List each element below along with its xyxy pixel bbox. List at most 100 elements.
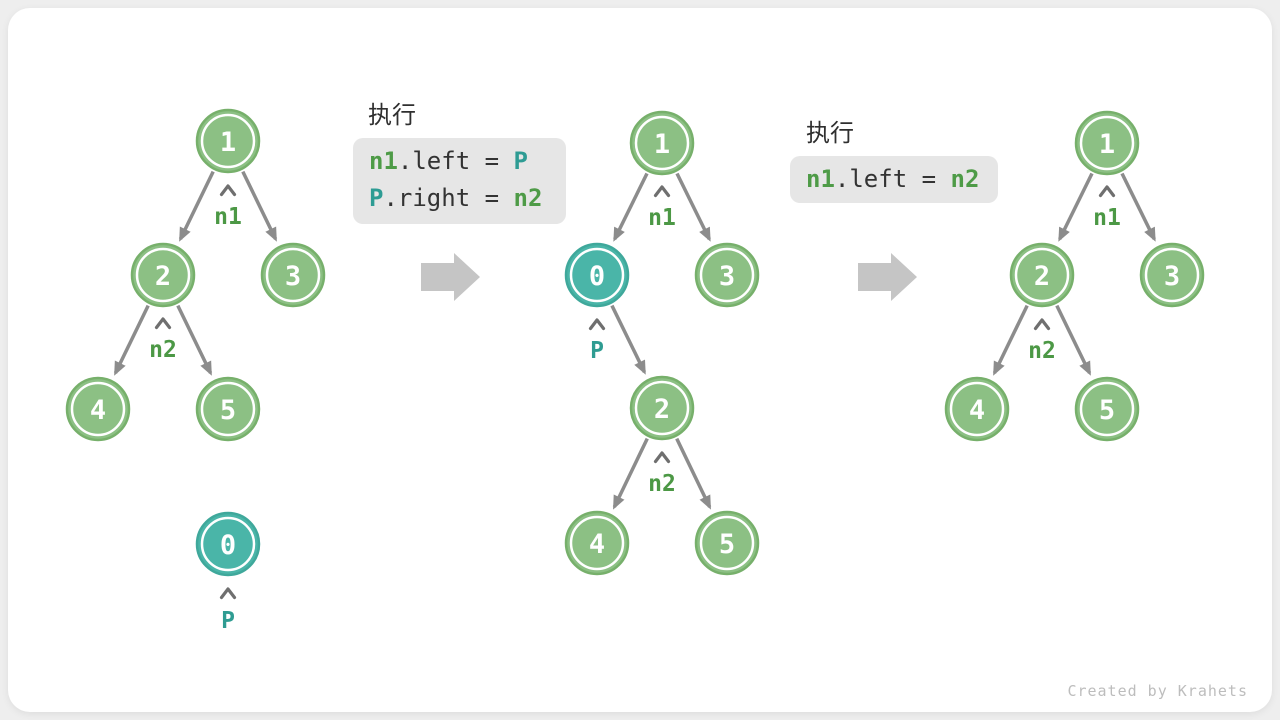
- code-token: n1: [806, 165, 835, 193]
- tree-edge: [176, 304, 213, 376]
- tree-node-5: 5: [1074, 376, 1140, 442]
- transition-arrow-icon: [421, 253, 480, 301]
- node-circle: [195, 511, 261, 577]
- node-inner-ring: [200, 516, 256, 572]
- code-token: n1: [369, 147, 398, 175]
- tree-node-5: 5: [694, 510, 760, 576]
- node-circle: [130, 242, 196, 308]
- node-inner-ring: [1144, 247, 1200, 303]
- tree-edge: [1058, 172, 1094, 242]
- node-value: 3: [285, 261, 301, 292]
- tree-node-0: 0: [564, 242, 630, 308]
- node-circle: [629, 110, 695, 176]
- code-block-remove: n1.left = n2: [790, 156, 998, 203]
- node-circle: [1074, 376, 1140, 442]
- pointer-caret-icon: [154, 317, 172, 330]
- tree-node-0: 0: [195, 511, 261, 577]
- node-circle: [195, 376, 261, 442]
- node-value: 4: [589, 529, 605, 560]
- tree-edge: [1120, 172, 1156, 242]
- tree-node-4: 4: [65, 376, 131, 442]
- pointer-label-n2: n2: [1028, 338, 1056, 364]
- tree-node-2: 2: [130, 242, 196, 308]
- pointer-caret-icon: [219, 184, 237, 197]
- node-value: 1: [220, 127, 236, 158]
- tree-node-3: 3: [1139, 242, 1205, 308]
- tree-node-5: 5: [195, 376, 261, 442]
- pointer-caret-icon: [1033, 318, 1051, 331]
- code-token: =: [470, 147, 514, 175]
- tree-edge: [675, 172, 711, 242]
- code-token: .left: [397, 147, 471, 175]
- pointer-label-n1: n1: [648, 205, 676, 231]
- tree-edge: [610, 304, 647, 375]
- node-value: 5: [719, 529, 735, 560]
- tree-node-3: 3: [260, 242, 326, 308]
- tree-node-3: 3: [694, 242, 760, 308]
- pointer-label-P: P: [221, 608, 235, 634]
- node-value: 0: [589, 261, 605, 292]
- code-token: P: [369, 184, 384, 212]
- tree-edge: [1055, 304, 1092, 376]
- tree-edge: [992, 304, 1029, 376]
- node-value: 1: [654, 129, 670, 160]
- node-inner-ring: [634, 115, 690, 171]
- node-value: 3: [719, 261, 735, 292]
- node-inner-ring: [1014, 247, 1070, 303]
- node-value: 2: [1034, 261, 1050, 292]
- node-inner-ring: [699, 515, 755, 571]
- pointer-caret-icon: [653, 185, 671, 198]
- node-circle: [260, 242, 326, 308]
- tree-edge: [613, 172, 649, 242]
- node-inner-ring: [1079, 115, 1135, 171]
- node-value: 4: [90, 395, 106, 426]
- node-inner-ring: [200, 381, 256, 437]
- node-circle: [564, 242, 630, 308]
- code-token: .right: [383, 184, 471, 212]
- node-inner-ring: [949, 381, 1005, 437]
- tree-edge: [612, 437, 649, 510]
- pointer-caret-icon: [219, 587, 237, 600]
- node-circle: [195, 108, 261, 174]
- code-token: P: [513, 147, 528, 175]
- pointer-caret-icon: [1098, 185, 1116, 198]
- node-inner-ring: [265, 247, 321, 303]
- node-circle: [1139, 242, 1205, 308]
- tree-edge: [113, 304, 150, 376]
- node-inner-ring: [569, 515, 625, 571]
- tree-node-2: 2: [1009, 242, 1075, 308]
- exec-label-1: 执行: [368, 101, 416, 129]
- code-token: =: [470, 184, 514, 212]
- node-value: 4: [969, 395, 985, 426]
- node-circle: [1009, 242, 1075, 308]
- credit-text: Created by Krahets: [1067, 682, 1248, 700]
- tree-after: 1 2 3 4 5 n1 n2: [944, 110, 1205, 442]
- node-circle: [1074, 110, 1140, 176]
- code-line: n1.left = n2: [806, 161, 982, 198]
- node-inner-ring: [634, 380, 690, 436]
- node-circle: [694, 242, 760, 308]
- pointer-label-P: P: [590, 338, 604, 364]
- node-value: 2: [654, 394, 670, 425]
- code-token: .left: [834, 165, 908, 193]
- tree-edge: [178, 170, 215, 242]
- node-value: 5: [220, 395, 236, 426]
- node-value: 5: [1099, 395, 1115, 426]
- tree-node-4: 4: [564, 510, 630, 576]
- tree-node-1: 1: [629, 110, 695, 176]
- node-inner-ring: [569, 247, 625, 303]
- transition-arrow-icon: [858, 253, 917, 301]
- code-token: =: [907, 165, 951, 193]
- pointer-label-n1: n1: [214, 204, 242, 230]
- pointer-label-n1: n1: [1093, 205, 1121, 231]
- node-inner-ring: [699, 247, 755, 303]
- pointer-caret-icon: [653, 451, 671, 464]
- node-value: 1: [1099, 129, 1115, 160]
- tree-edge: [241, 170, 278, 242]
- node-inner-ring: [1079, 381, 1135, 437]
- exec-label-2: 执行: [806, 119, 854, 147]
- node-value: 3: [1164, 261, 1180, 292]
